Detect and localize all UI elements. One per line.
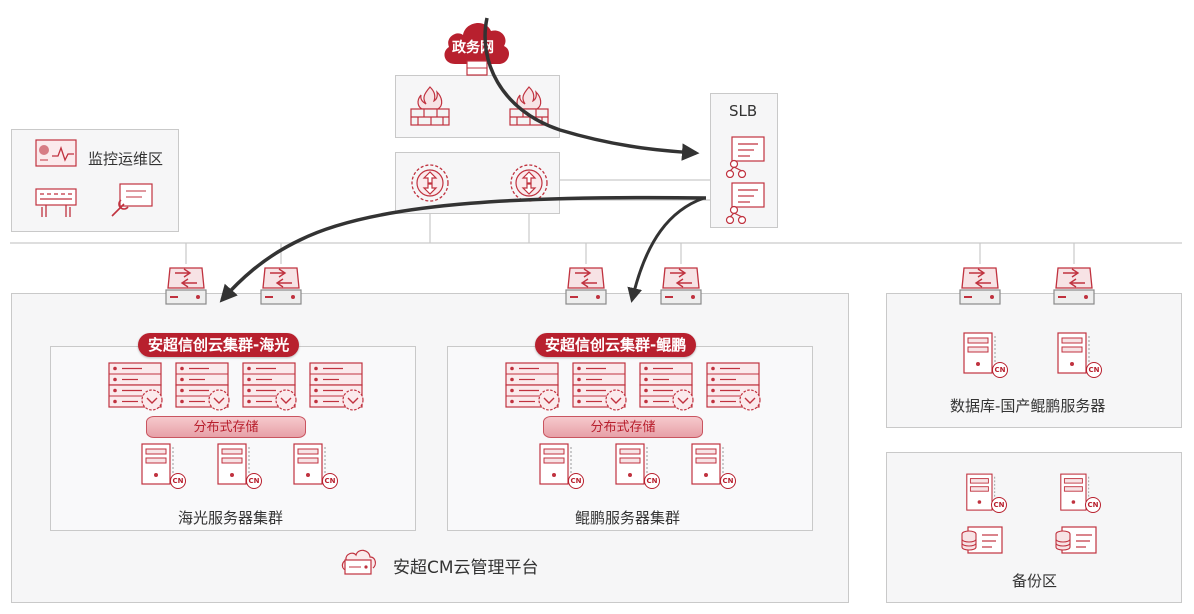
cloud-platform-icon <box>341 549 376 575</box>
cloud-icon <box>444 23 510 64</box>
settings-tool-icon <box>111 183 153 217</box>
hygon-cluster-label: 海光服务器集群 <box>178 509 284 527</box>
cn-chip: CN <box>322 473 338 489</box>
cn-chip: CN <box>991 497 1007 513</box>
cn-chip: CN <box>992 362 1008 378</box>
cn-chip: CN <box>720 473 736 489</box>
gateway-icon <box>466 60 488 76</box>
cn-chip: CN <box>246 473 262 489</box>
cn-chip: CN <box>1086 362 1102 378</box>
platform-label: 安超CM云管理平台 <box>393 558 539 578</box>
hygon-distributed-storage: 分布式存储 <box>146 416 306 438</box>
backup-zone <box>886 452 1182 603</box>
ingress-arrow <box>483 17 700 161</box>
database-zone <box>886 293 1182 428</box>
kunpeng-route-arrow <box>627 196 705 303</box>
backup-label: 备份区 <box>1012 572 1058 590</box>
cn-chip: CN <box>568 473 584 489</box>
database-label: 数据库-国产鲲鹏服务器 <box>950 397 1106 415</box>
kunpeng-distributed-storage: 分布式存储 <box>543 416 703 438</box>
keyboard-icon <box>35 188 77 217</box>
hygon-cluster-badge: 安超信创云集群-海光 <box>138 333 300 357</box>
hygon-route-arrow <box>219 195 707 303</box>
monitor-icon <box>35 139 77 167</box>
cn-chip: CN <box>1085 497 1101 513</box>
kunpeng-cluster-badge: 安超信创云集群-鲲鹏 <box>535 333 697 357</box>
monitor-label: 监控运维区 <box>88 150 164 168</box>
slb-label: SLB <box>729 102 758 120</box>
cn-chip: CN <box>644 473 660 489</box>
cn-chip: CN <box>170 473 186 489</box>
kunpeng-cluster-label: 鲲鹏服务器集群 <box>575 509 681 527</box>
